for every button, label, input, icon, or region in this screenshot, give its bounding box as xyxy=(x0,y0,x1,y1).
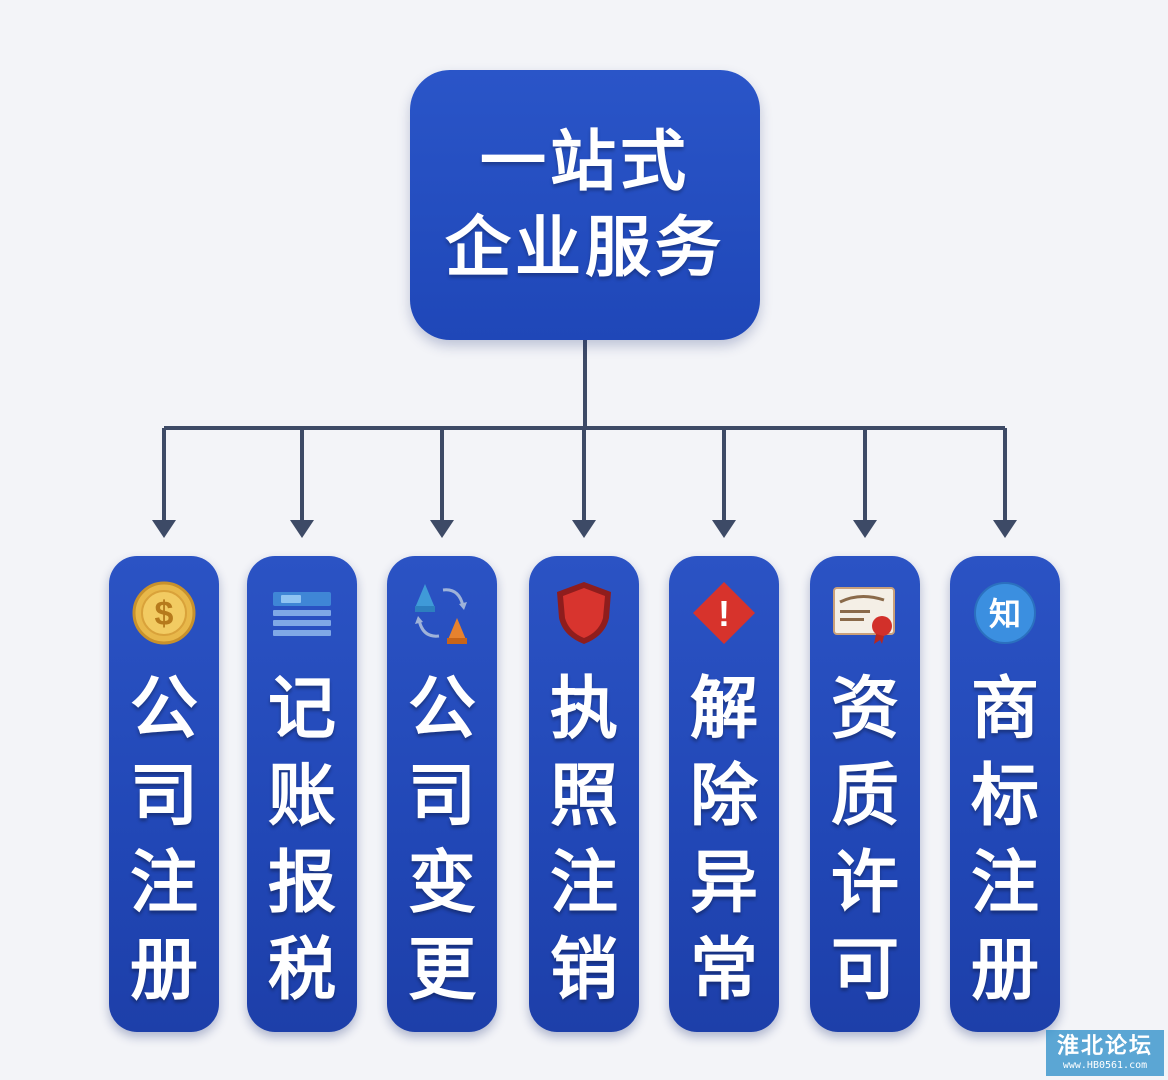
coin-symbol: $ xyxy=(155,595,174,633)
label-char: 解 xyxy=(689,670,758,749)
root-title-line-1: 一站式 xyxy=(480,123,690,200)
arrow-head xyxy=(853,520,877,538)
label-char: 销 xyxy=(549,931,618,1010)
label-char: 注 xyxy=(129,844,198,923)
red-warning-diamond-icon: ! xyxy=(693,582,755,644)
ledger-book-stack-icon xyxy=(273,592,331,636)
service-qualification-permit: 资 质 许 可 xyxy=(810,556,920,1032)
certificate-seal-icon xyxy=(833,587,895,644)
label-char: 注 xyxy=(970,844,1039,923)
service-label: 资 质 许 可 xyxy=(810,666,920,1014)
watermark-logo: 淮北论坛 www.HB0561.com xyxy=(1046,1030,1164,1076)
label-char: 注 xyxy=(549,844,618,923)
label-char: 记 xyxy=(267,670,336,749)
gold-coin-dollar-icon: $ xyxy=(132,581,196,645)
service-label: 公 司 变 更 xyxy=(387,666,497,1014)
knowledge-symbol: 知 xyxy=(989,595,1021,633)
label-char: 税 xyxy=(267,931,336,1010)
label-char: 执 xyxy=(549,670,618,749)
label-char: 账 xyxy=(267,757,336,836)
label-char: 商 xyxy=(970,670,1039,749)
label-char: 司 xyxy=(129,757,198,836)
label-char: 资 xyxy=(830,670,899,749)
service-company-change: 公 司 变 更 xyxy=(387,556,497,1032)
service-label: 公 司 注 册 xyxy=(109,666,219,1014)
root-node-one-stop-enterprise-service: 一站式 企业服务 xyxy=(410,70,760,340)
service-label: 商 标 注 册 xyxy=(950,666,1060,1014)
exchange-cycle-icon xyxy=(415,584,467,644)
label-char: 可 xyxy=(830,931,899,1010)
label-char: 册 xyxy=(129,931,198,1010)
label-char: 异 xyxy=(689,844,758,923)
label-char: 质 xyxy=(830,757,899,836)
watermark-url: www.HB0561.com xyxy=(1062,1060,1148,1071)
label-char: 照 xyxy=(549,757,618,836)
knowledge-circle-icon: 知 xyxy=(974,582,1036,644)
arrow-head xyxy=(430,520,454,538)
label-char: 变 xyxy=(407,844,476,923)
label-char: 更 xyxy=(407,931,476,1010)
arrow-head xyxy=(993,520,1017,538)
label-char: 司 xyxy=(407,757,476,836)
watermark-title: 淮北论坛 xyxy=(1056,1034,1153,1059)
warning-symbol: ! xyxy=(718,593,730,634)
label-char: 公 xyxy=(407,670,476,749)
service-company-registration: $ 公 司 注 册 xyxy=(109,556,219,1032)
arrow-head xyxy=(290,520,314,538)
label-char: 册 xyxy=(970,931,1039,1010)
label-char: 标 xyxy=(970,757,1039,836)
service-label: 记 账 报 税 xyxy=(247,666,357,1014)
arrow-head xyxy=(712,520,736,538)
label-char: 公 xyxy=(129,670,198,749)
root-title-line-2: 企业服务 xyxy=(445,209,725,286)
arrow-head xyxy=(152,520,176,538)
service-label: 解 除 异 常 xyxy=(669,666,779,1014)
service-bookkeeping-tax-filing: 记 账 报 税 xyxy=(247,556,357,1032)
label-char: 常 xyxy=(689,931,758,1010)
service-remove-abnormal-status: ! 解 除 异 常 xyxy=(669,556,779,1032)
label-char: 除 xyxy=(689,757,758,836)
arrow-head xyxy=(572,520,596,538)
label-char: 许 xyxy=(830,844,899,923)
service-label: 执 照 注 销 xyxy=(529,666,639,1014)
service-trademark-registration: 知 商 标 注 册 xyxy=(950,556,1060,1032)
label-char: 报 xyxy=(267,844,336,923)
red-shield-icon xyxy=(557,582,611,644)
service-license-cancellation: 执 照 注 销 xyxy=(529,556,639,1032)
